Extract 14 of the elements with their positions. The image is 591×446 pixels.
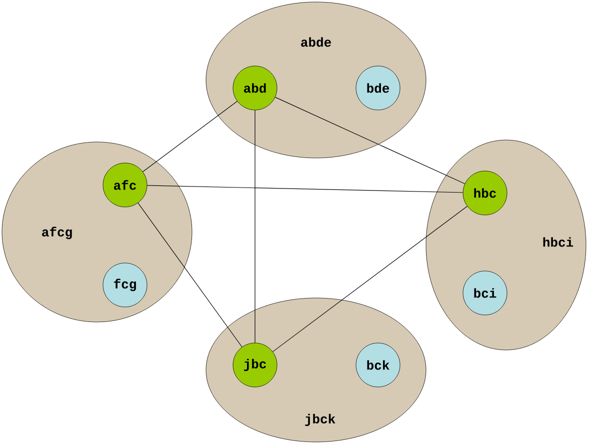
circle-node: hbc — [462, 170, 508, 216]
circle-node: jbc — [232, 342, 278, 388]
connector-line — [254, 110, 256, 344]
circle-node: bci — [462, 270, 508, 316]
connector-line — [274, 96, 466, 184]
connector-line — [272, 206, 468, 352]
circle-node: bck — [356, 342, 400, 388]
connector-line — [138, 202, 242, 348]
circle-node: abd — [232, 66, 278, 110]
connector-line — [142, 100, 238, 172]
circle-node: afc — [102, 162, 148, 208]
circle-node: bde — [356, 66, 400, 110]
connector-line — [146, 185, 464, 193]
circle-node: fcg — [102, 262, 148, 308]
